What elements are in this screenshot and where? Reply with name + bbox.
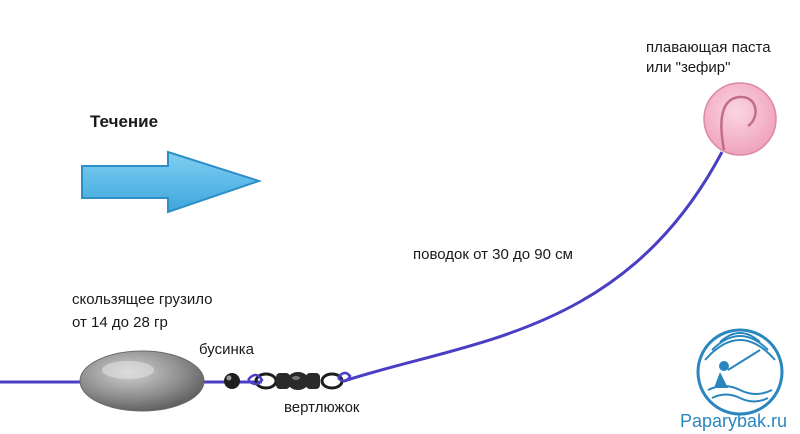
- hook: [720, 95, 757, 151]
- bead: [224, 373, 240, 389]
- bead-highlight: [226, 375, 232, 381]
- flow-label: Течение: [90, 112, 159, 131]
- knot-right: [336, 371, 352, 383]
- leader-label: поводок от 30 до 90 см: [413, 246, 573, 263]
- bead-label: бусинка: [199, 341, 254, 358]
- leader-line: [343, 151, 724, 383]
- knot-left: [247, 373, 264, 386]
- swivel-label: вертлюжок: [284, 399, 360, 416]
- sinker: [79, 350, 205, 412]
- brand-logo: [696, 328, 784, 416]
- bait-ball: [703, 82, 777, 156]
- paste-label-line1: плавающая паста: [646, 39, 771, 56]
- swivel: [254, 372, 344, 390]
- sinker-highlight: [102, 361, 154, 379]
- brand-text: Paparybak.ru: [680, 411, 788, 431]
- sinker-label-line1: скользящее грузило: [72, 291, 213, 308]
- sinker-label-line2: от 14 до 28 гр: [72, 314, 168, 331]
- paste-label-line2: или "зефир": [646, 59, 731, 76]
- flow-arrow: [81, 150, 263, 214]
